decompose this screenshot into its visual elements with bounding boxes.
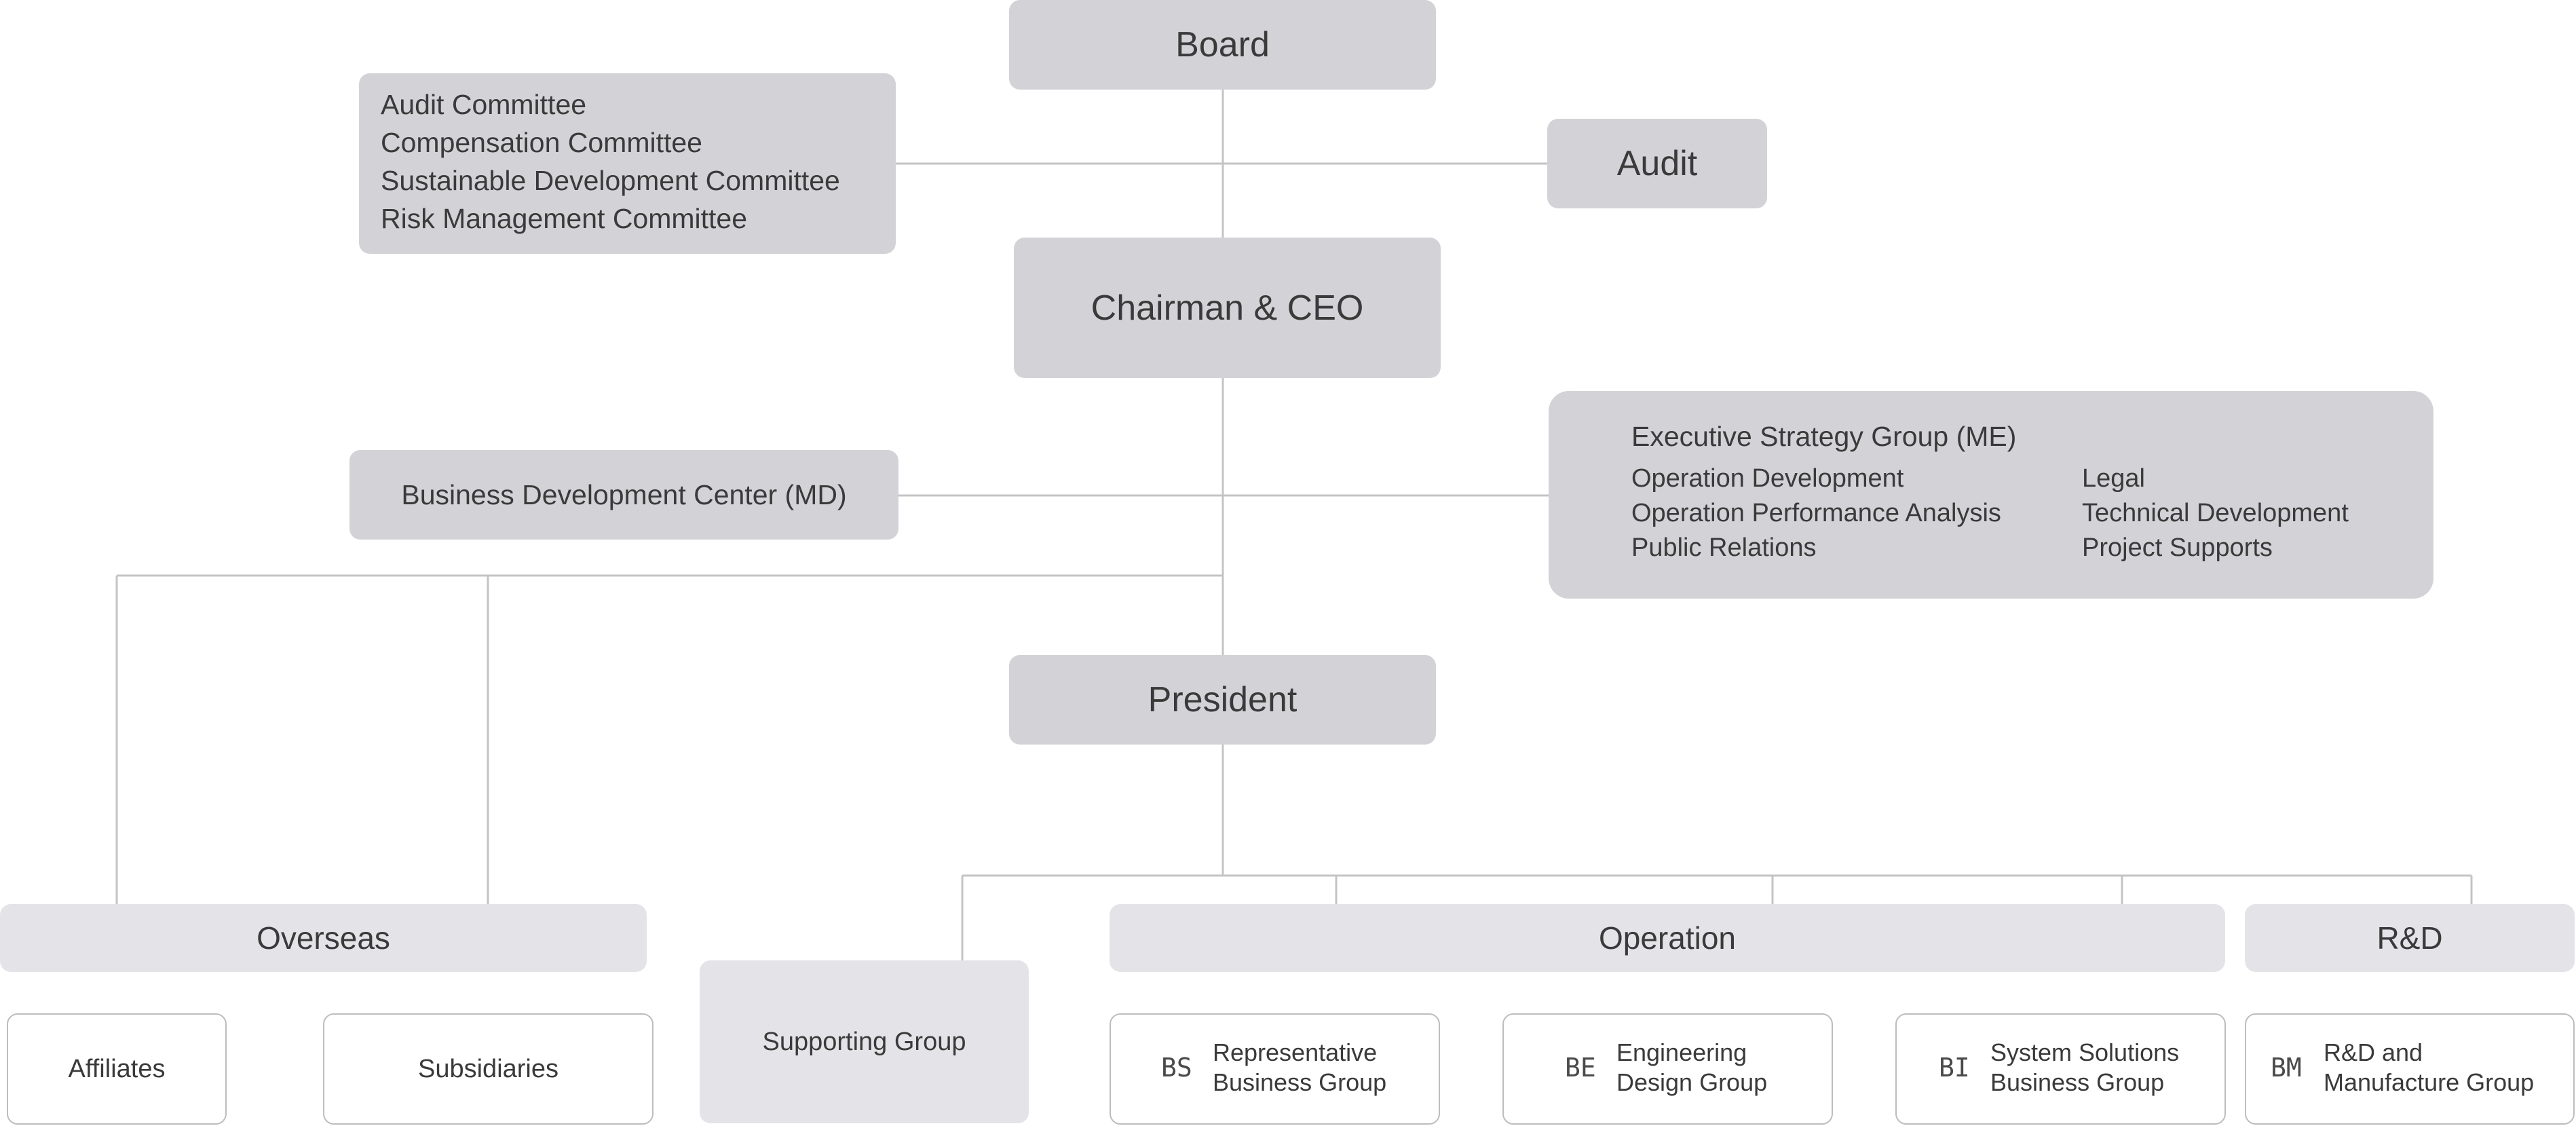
unit-code: BS xyxy=(1161,1053,1192,1083)
unit-name: Representative Business Group xyxy=(1213,1038,1386,1097)
chairman-box: Chairman & CEO xyxy=(1014,238,1441,378)
esg-item: Technical Development xyxy=(2082,499,2349,527)
subsidiaries-label: Subsidiaries xyxy=(418,1054,558,1083)
unit-name: Engineering Design Group xyxy=(1616,1038,1767,1097)
esg-item: Project Supports xyxy=(2082,533,2273,562)
rd-label: R&D xyxy=(2376,920,2443,956)
affiliates-label: Affiliates xyxy=(68,1054,166,1083)
chairman-label: Chairman & CEO xyxy=(1091,288,1364,328)
unit-name-line: Business Group xyxy=(1213,1068,1387,1096)
committee-item: Audit Committee xyxy=(381,89,587,120)
unit-name-line: Representative xyxy=(1213,1038,1378,1066)
unit-code: BE xyxy=(1565,1053,1596,1083)
unit-name-line: Business Group xyxy=(1990,1068,2165,1096)
president-label: President xyxy=(1148,680,1298,719)
president-box: President xyxy=(1009,655,1436,745)
unit-box-bi: BI System Solutions Business Group xyxy=(1895,1013,2226,1125)
rd-box: R&D xyxy=(2245,904,2575,972)
supporting-label: Supporting Group xyxy=(762,1027,966,1056)
unit-code: BI xyxy=(1939,1053,1970,1083)
unit-name-line: Engineering xyxy=(1616,1038,1747,1066)
unit-name-line: Manufacture Group xyxy=(2324,1068,2535,1096)
unit-box-be: BE Engineering Design Group xyxy=(1502,1013,1833,1125)
committee-item: Sustainable Development Committee xyxy=(381,165,840,196)
esg-right-column: Legal Technical Development Project Supp… xyxy=(2082,462,2349,565)
audit-box: Audit xyxy=(1547,119,1767,208)
unit-name-line: System Solutions xyxy=(1990,1038,2180,1066)
esg-title: Executive Strategy Group (ME) xyxy=(1631,421,2017,452)
unit-name: System Solutions Business Group xyxy=(1990,1038,2179,1097)
business-development-center-box: Business Development Center (MD) xyxy=(349,450,898,540)
supporting-group-box: Supporting Group xyxy=(700,960,1029,1123)
esg-item: Legal xyxy=(2082,464,2145,493)
esg-item: Operation Development xyxy=(1631,464,1904,493)
esg-item: Public Relations xyxy=(1631,533,1817,562)
board-box: Board xyxy=(1009,0,1436,90)
esg-left-column: Operation Development Operation Performa… xyxy=(1631,462,2001,565)
esg-item: Operation Performance Analysis xyxy=(1631,499,2001,527)
unit-box-bm: BM R&D and Manufacture Group xyxy=(2245,1013,2575,1125)
overseas-box: Overseas xyxy=(0,904,647,972)
affiliates-box: Affiliates xyxy=(7,1013,227,1125)
committees-box: Audit Committee Compensation Committee S… xyxy=(359,73,896,254)
bdc-label: Business Development Center (MD) xyxy=(401,478,847,510)
executive-strategy-group-box: Executive Strategy Group (ME) Operation … xyxy=(1549,391,2433,599)
unit-name-line: R&D and xyxy=(2324,1038,2423,1066)
committee-item: Risk Management Committee xyxy=(381,203,748,234)
committee-item: Compensation Committee xyxy=(381,127,702,158)
operation-box: Operation xyxy=(1110,904,2225,972)
overseas-label: Overseas xyxy=(257,920,390,956)
unit-name-line: Design Group xyxy=(1616,1068,1768,1096)
audit-label: Audit xyxy=(1616,144,1698,183)
subsidiaries-box: Subsidiaries xyxy=(323,1013,654,1125)
unit-code: BM xyxy=(2271,1053,2302,1083)
unit-name: R&D and Manufacture Group xyxy=(2324,1038,2534,1097)
unit-box-bs: BS Representative Business Group xyxy=(1110,1013,1440,1125)
board-label: Board xyxy=(1175,25,1270,64)
operation-label: Operation xyxy=(1598,920,1736,956)
